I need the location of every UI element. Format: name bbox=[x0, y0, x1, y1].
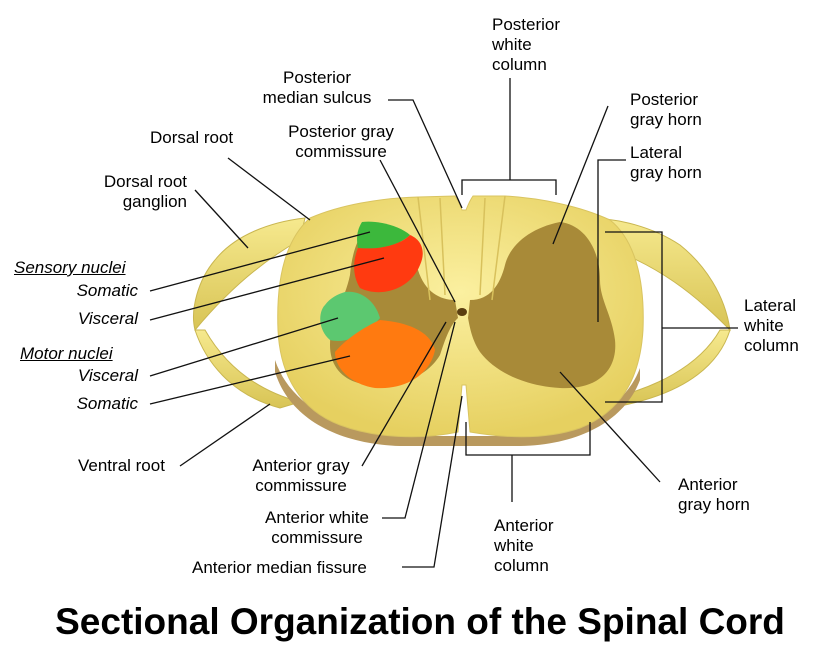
motor-somatic-nucleus bbox=[335, 320, 435, 389]
posterior-column-ridges bbox=[417, 195, 506, 301]
label-motor-visceral: Visceral bbox=[77, 366, 138, 385]
leader-lines bbox=[149, 99, 661, 568]
label-anterior-gray-horn: Anterior gray horn bbox=[678, 475, 750, 514]
bracket-anterior-white-column bbox=[465, 422, 591, 456]
label-sensory-visceral: Visceral bbox=[77, 309, 138, 328]
bracket-lateral-white-column bbox=[605, 231, 663, 403]
label-sensory-somatic: Somatic bbox=[76, 281, 138, 300]
left-dorsal-root-ganglion-shape bbox=[193, 217, 306, 332]
label-anterior-white-column: Anterior white column bbox=[494, 516, 554, 575]
central-canal bbox=[457, 308, 467, 316]
label-lateral-gray-horn: Lateral gray horn bbox=[630, 143, 702, 182]
sensory-somatic-nucleus bbox=[357, 221, 410, 249]
page-title: Sectional Organization of the Spinal Cor… bbox=[55, 601, 785, 642]
label-lateral-white-column: Lateral white column bbox=[744, 296, 799, 355]
label-posterior-gray-horn: Posterior gray horn bbox=[630, 90, 702, 129]
label-dorsal-root-ganglion: Dorsal root ganglion bbox=[103, 172, 187, 211]
label-posterior-white-column: Posterior white column bbox=[492, 15, 561, 74]
sensory-visceral-nucleus bbox=[354, 235, 423, 293]
label-anterior-white-commissure: Anterior white commissure bbox=[265, 508, 369, 547]
bracket-posterior-white-column bbox=[461, 179, 557, 195]
label-sensory-nuclei: Sensory nuclei bbox=[14, 258, 126, 277]
label-ventral-root: Ventral root bbox=[78, 456, 165, 475]
label-motor-nuclei: Motor nuclei bbox=[20, 344, 113, 363]
label-motor-somatic: Somatic bbox=[76, 394, 138, 413]
label-posterior-median-sulcus: Posterior median sulcus bbox=[262, 68, 372, 107]
label-dorsal-root: Dorsal root bbox=[150, 128, 234, 147]
gray-matter-right bbox=[468, 222, 616, 389]
label-posterior-gray-commissure: Posterior gray commissure bbox=[288, 122, 394, 161]
label-anterior-median-fissure: Anterior median fissure bbox=[192, 558, 367, 577]
label-anterior-gray-commissure: Anterior gray commissure bbox=[252, 456, 350, 495]
